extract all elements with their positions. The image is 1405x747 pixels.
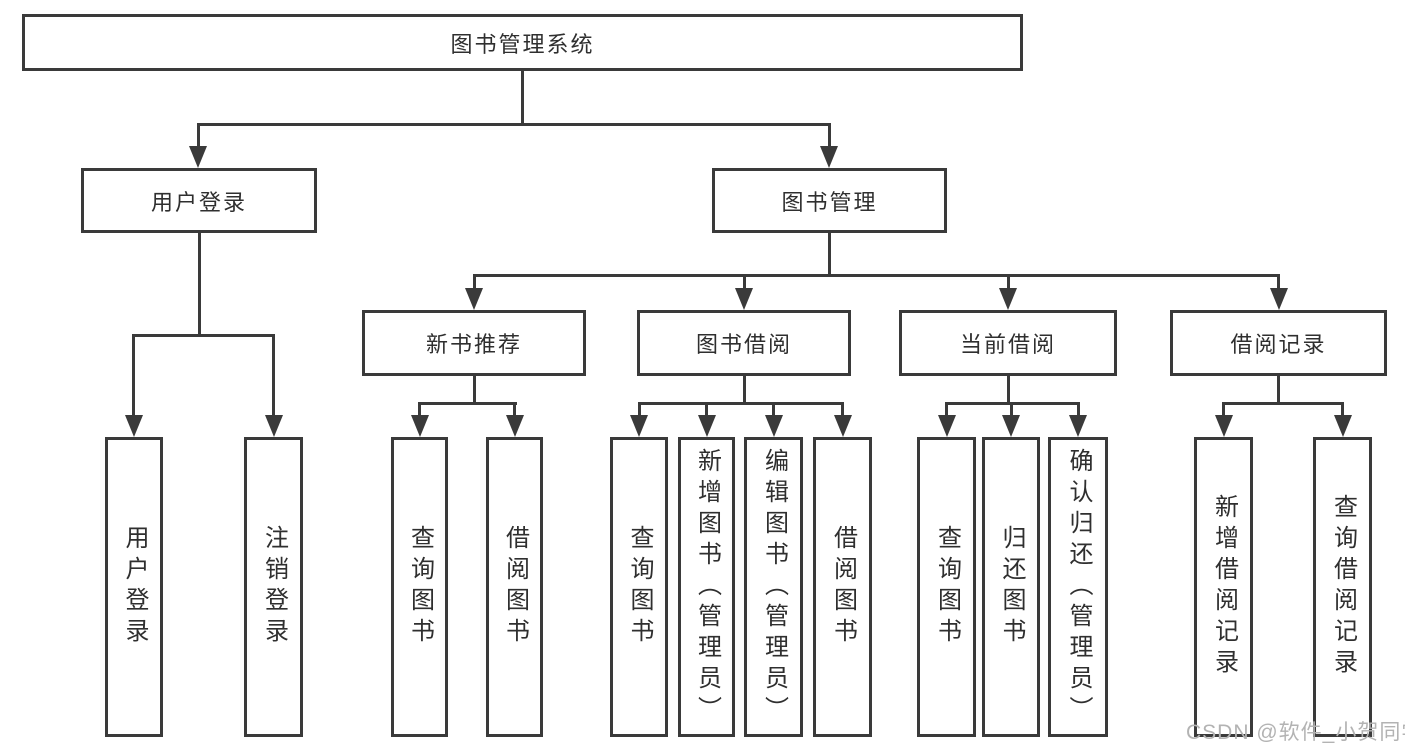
node-current-borrow: 当前借阅 bbox=[899, 310, 1117, 376]
leaf-user-login-label: 用户登录 bbox=[121, 525, 148, 649]
connector-line bbox=[828, 123, 831, 148]
leaf-query-books-3: 查询图书 bbox=[917, 437, 976, 737]
arrow-down-icon bbox=[1270, 288, 1288, 310]
leaf-confirm-return-admin-label: 确认归还（管理员） bbox=[1065, 447, 1092, 727]
arrow-down-icon bbox=[1069, 415, 1087, 437]
leaf-return-books-label: 归还图书 bbox=[998, 525, 1025, 649]
leaf-add-borrow-record: 新增借阅记录 bbox=[1194, 437, 1253, 737]
arrow-down-icon bbox=[1002, 415, 1020, 437]
connector-line bbox=[1010, 402, 1013, 417]
arrow-down-icon bbox=[265, 415, 283, 437]
connector-line bbox=[418, 402, 421, 417]
leaf-user-login: 用户登录 bbox=[105, 437, 163, 737]
leaf-logout-login: 注销登录 bbox=[244, 437, 303, 737]
arrow-down-icon bbox=[834, 415, 852, 437]
leaf-query-books-2-label: 查询图书 bbox=[626, 525, 653, 649]
leaf-edit-books-admin: 编辑图书（管理员） bbox=[744, 437, 803, 737]
leaf-add-books-admin-label: 新增图书（管理员） bbox=[693, 447, 721, 727]
connector-line bbox=[1077, 402, 1080, 417]
arrow-down-icon bbox=[938, 415, 956, 437]
node-book-borrow-label: 图书借阅 bbox=[695, 332, 792, 357]
arrow-down-icon bbox=[735, 288, 753, 310]
connector-line bbox=[1007, 373, 1010, 405]
leaf-borrow-books-2: 借阅图书 bbox=[813, 437, 872, 737]
connector-line bbox=[473, 274, 476, 290]
node-user-login: 用户登录 bbox=[81, 168, 317, 233]
connector-line bbox=[772, 402, 775, 417]
leaf-borrow-books-1-label: 借阅图书 bbox=[501, 525, 529, 649]
connector-line bbox=[945, 402, 948, 417]
connector-line bbox=[1007, 274, 1010, 290]
node-book-management: 图书管理 bbox=[712, 168, 947, 233]
node-user-login-label: 用户登录 bbox=[150, 189, 247, 215]
node-new-book-recommend: 新书推荐 bbox=[362, 310, 586, 376]
leaf-edit-books-admin-label: 编辑图书（管理员） bbox=[760, 447, 788, 727]
connector-line bbox=[272, 334, 275, 417]
node-borrow-records: 借阅记录 bbox=[1170, 310, 1387, 376]
arrow-down-icon bbox=[1215, 415, 1233, 437]
connector-line bbox=[1341, 402, 1344, 417]
arrow-down-icon bbox=[698, 415, 716, 437]
node-new-book-recommend-label: 新书推荐 bbox=[425, 332, 522, 357]
connector-line bbox=[197, 123, 831, 126]
connector-line bbox=[1222, 402, 1344, 405]
connector-line bbox=[132, 334, 275, 337]
node-current-borrow-label: 当前借阅 bbox=[959, 332, 1056, 357]
arrow-down-icon bbox=[999, 288, 1017, 310]
leaf-query-borrow-record: 查询借阅记录 bbox=[1313, 437, 1372, 737]
arrow-down-icon bbox=[820, 146, 838, 168]
leaf-query-borrow-record-label: 查询借阅记录 bbox=[1329, 494, 1357, 680]
connector-line bbox=[828, 230, 831, 277]
arrow-down-icon bbox=[765, 415, 783, 437]
arrow-down-icon bbox=[630, 415, 648, 437]
leaf-borrow-books-2-label: 借阅图书 bbox=[829, 525, 857, 649]
connector-line bbox=[743, 274, 746, 290]
connector-line bbox=[473, 373, 476, 405]
leaf-query-books-1-label: 查询图书 bbox=[406, 525, 434, 649]
connector-line bbox=[705, 402, 708, 417]
leaf-query-books-1: 查询图书 bbox=[391, 437, 448, 737]
connector-line bbox=[743, 373, 746, 405]
arrow-down-icon bbox=[189, 146, 207, 168]
csdn-watermark: CSDN @软件_小贺同学 bbox=[1186, 721, 1405, 744]
node-book-borrow: 图书借阅 bbox=[637, 310, 851, 376]
arrow-down-icon bbox=[411, 415, 429, 437]
connector-line bbox=[198, 230, 201, 337]
connector-line bbox=[638, 402, 844, 405]
connector-line bbox=[1277, 274, 1280, 290]
node-book-management-label: 图书管理 bbox=[781, 189, 878, 215]
arrow-down-icon bbox=[1334, 415, 1352, 437]
connector-line bbox=[1222, 402, 1225, 417]
leaf-borrow-books-1: 借阅图书 bbox=[486, 437, 543, 737]
leaf-query-books-3-label: 查询图书 bbox=[933, 525, 961, 649]
arrow-down-icon bbox=[125, 415, 143, 437]
leaf-add-borrow-record-label: 新增借阅记录 bbox=[1210, 494, 1238, 680]
connector-line bbox=[132, 334, 135, 417]
leaf-query-books-2: 查询图书 bbox=[610, 437, 668, 737]
leaf-add-books-admin: 新增图书（管理员） bbox=[678, 437, 735, 737]
connector-line bbox=[521, 68, 524, 126]
connector-line bbox=[638, 402, 641, 417]
leaf-confirm-return-admin: 确认归还（管理员） bbox=[1048, 437, 1108, 737]
connector-line bbox=[418, 402, 517, 405]
node-borrow-records-label: 借阅记录 bbox=[1230, 332, 1327, 357]
leaf-logout-login-label: 注销登录 bbox=[260, 525, 288, 649]
connector-line bbox=[1277, 373, 1280, 405]
connector-line bbox=[841, 402, 844, 417]
node-root-label: 图书管理系统 bbox=[450, 31, 595, 57]
node-root-system: 图书管理系统 bbox=[22, 14, 1023, 71]
connector-line bbox=[197, 123, 200, 148]
connector-line bbox=[473, 274, 1280, 277]
leaf-return-books: 归还图书 bbox=[982, 437, 1040, 737]
arrow-down-icon bbox=[506, 415, 524, 437]
arrow-down-icon bbox=[465, 288, 483, 310]
connector-line bbox=[513, 402, 516, 417]
